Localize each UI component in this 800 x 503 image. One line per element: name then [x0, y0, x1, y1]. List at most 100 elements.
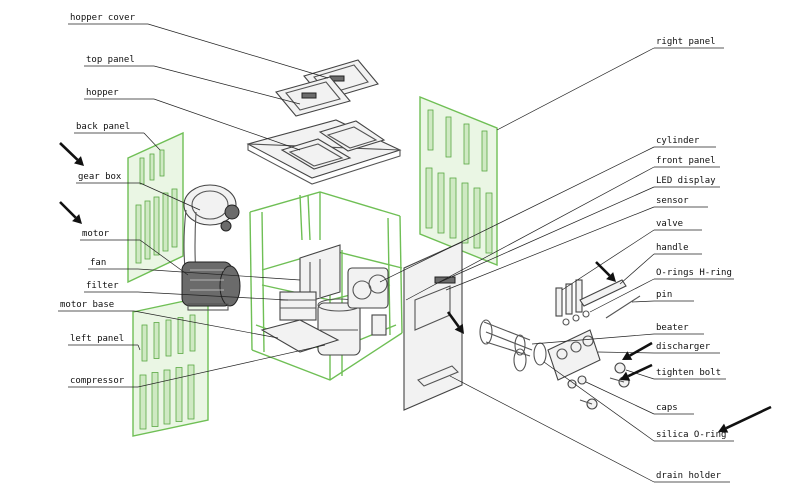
right-panel-part: [419, 95, 498, 267]
label-silica-o-ring: silica O-ring: [656, 430, 726, 440]
left-panel-part: [132, 295, 209, 437]
vent-slot: [149, 153, 155, 181]
vent-slot: [139, 157, 145, 185]
leader-line-motor: [139, 239, 189, 276]
motor-part: [181, 261, 241, 311]
pointer-arrow: [718, 405, 772, 433]
leader-lines: [58, 23, 734, 483]
leader-line-motor-base: [133, 310, 279, 339]
motor-base-part: [260, 319, 340, 353]
leader-line-caps: [585, 381, 655, 415]
leader-line-right-panel: [496, 47, 655, 131]
leader-line-front-panel: [405, 166, 655, 301]
pointer-arrow: [622, 341, 653, 360]
label-pin: pin: [656, 290, 672, 300]
vent-slot: [153, 322, 160, 359]
vent-slot: [449, 177, 457, 239]
leader-line-discharger: [597, 351, 655, 354]
pointer-arrow: [620, 363, 653, 381]
hopper-part: [280, 120, 386, 170]
label-hopper: hopper: [86, 88, 119, 98]
hopper-cover-part: [275, 59, 379, 117]
vent-slot: [427, 109, 434, 151]
label-tighten-bolt: tighten bolt: [656, 368, 721, 378]
beater-part: [479, 319, 533, 357]
pointer-arrow: [446, 311, 464, 334]
label-hopper-cover: hopper cover: [70, 13, 136, 23]
label-front-panel: front panel: [656, 156, 716, 166]
label-filter: filter: [86, 281, 119, 291]
leader-line-back-panel: [143, 132, 161, 151]
vent-slot: [485, 192, 493, 254]
vent-slot: [159, 149, 165, 177]
label-caps: caps: [656, 403, 678, 413]
leader-line-tighten-bolt: [625, 369, 655, 380]
label-left-panel: left panel: [70, 334, 124, 344]
leader-line-cylinder: [379, 146, 655, 283]
filter-part: [279, 291, 317, 321]
vent-slot: [425, 167, 433, 229]
leader-line-top-panel: [153, 65, 301, 105]
back-panel-part: [127, 131, 184, 284]
vent-slot: [165, 319, 172, 357]
label-top-panel: top panel: [86, 55, 135, 65]
leader-line-silica-o-ring: [543, 361, 655, 442]
vent-slot: [187, 364, 195, 420]
leader-line-hopper-cover: [147, 23, 329, 79]
leader-line-hopper: [153, 98, 301, 151]
vent-slot: [177, 317, 184, 354]
leader-line-o-rings-h-ring: [589, 278, 655, 313]
vent-slot: [445, 116, 452, 158]
vent-slot: [189, 314, 196, 352]
label-discharger: discharger: [656, 342, 711, 352]
label-beater: beater: [656, 323, 689, 333]
leader-line-left-panel: [137, 344, 141, 351]
leader-line-fan: [137, 268, 301, 281]
leader-line-handle: [619, 253, 655, 285]
leader-line-compressor: [137, 344, 326, 388]
label-drain-holder: drain holder: [656, 471, 722, 481]
vent-slot: [139, 374, 147, 430]
label-group: hopper cover top panel hopper back panel gea…: [60, 13, 732, 481]
tighten-bolt-part: [579, 362, 630, 410]
label-fan: fan: [90, 258, 106, 268]
leader-line-gear-box: [139, 182, 201, 211]
label-compressor: compressor: [70, 376, 125, 386]
pointer-arrow: [595, 261, 616, 282]
label-back-panel: back panel: [76, 122, 130, 132]
label-o-rings-h-ring: O-rings H-ring: [656, 268, 732, 278]
vent-slot: [144, 200, 151, 260]
valve-part: [555, 279, 627, 326]
leader-line-beater: [531, 333, 655, 345]
vent-slot: [473, 187, 481, 249]
label-led-display: LED display: [656, 176, 716, 186]
leader-line-led-display: [439, 186, 655, 283]
vent-slot: [463, 123, 470, 165]
vent-slot: [481, 130, 488, 172]
label-gear-box: gear box: [78, 172, 122, 182]
pointer-arrows: [59, 142, 772, 433]
label-motor-base: motor base: [60, 300, 114, 310]
vent-slot: [151, 372, 159, 427]
vent-slot: [163, 369, 171, 425]
discharger-part: [547, 329, 601, 381]
vent-slot: [153, 196, 160, 256]
pointer-arrow: [59, 201, 82, 224]
leader-line-drain-holder: [449, 375, 655, 483]
caps-part: [567, 375, 587, 389]
vent-slot: [135, 204, 142, 264]
label-cylinder: cylinder: [656, 136, 700, 146]
label-valve: valve: [656, 219, 683, 229]
vent-slot: [437, 172, 445, 234]
leader-line-pin: [631, 300, 655, 303]
leader-line-sensor: [445, 206, 655, 291]
vent-slot: [141, 324, 148, 362]
label-sensor: sensor: [656, 196, 689, 206]
pin-part: [605, 295, 641, 319]
cylinders-part: [347, 267, 389, 336]
vent-slot: [461, 182, 469, 244]
front-panel-part: [403, 241, 463, 411]
label-handle: handle: [656, 243, 689, 253]
pointer-arrow: [59, 142, 84, 166]
